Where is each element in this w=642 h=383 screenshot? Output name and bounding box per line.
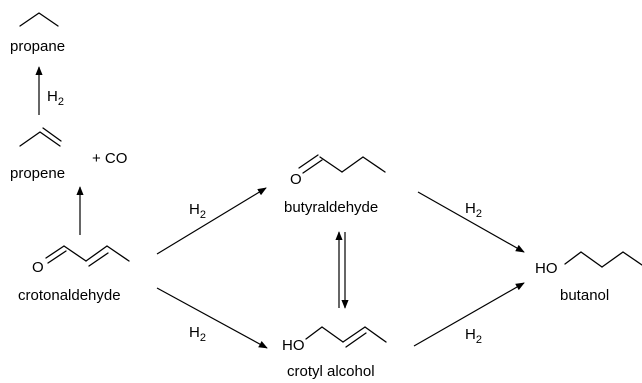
- propane-label: propane: [10, 38, 65, 55]
- butyraldehyde-structure: [298, 154, 386, 174]
- crotyl-alcohol-hydroxyl: HO: [282, 337, 305, 354]
- crotonaldehyde-structure: [45, 245, 130, 267]
- h2-label-upper-right: H2: [465, 200, 482, 220]
- h2-label-lower-right: H2: [465, 326, 482, 346]
- co-label: + CO: [92, 150, 127, 167]
- arrow-butyraldehyde-to-butanol: [417, 191, 525, 253]
- h2-label-lower-left: H2: [189, 324, 206, 344]
- crotonaldehyde-oxygen: O: [32, 259, 44, 276]
- h2-label-upper-left: H2: [189, 201, 206, 221]
- crotyl-alcohol-label: crotyl alcohol: [287, 363, 375, 380]
- arrow-crotonaldehyde-to-butyraldehyde: [156, 187, 267, 255]
- butanol-hydroxyl: HO: [535, 260, 558, 277]
- butanol-structure: [564, 251, 642, 268]
- arrow-crotyl-alcohol-to-butanol: [413, 282, 525, 347]
- crotonaldehyde-label: crotonaldehyde: [18, 287, 121, 304]
- propane-structure: [19, 12, 59, 27]
- equilibrium-arrows: [335, 231, 349, 309]
- butyraldehyde-label: butyraldehyde: [284, 199, 378, 216]
- propene-label: propene: [10, 165, 65, 182]
- butyraldehyde-oxygen: O: [290, 171, 302, 188]
- arrow-crotonaldehyde-to-crotyl-alcohol: [156, 287, 268, 349]
- h2-label-propane: H2: [47, 88, 64, 108]
- butanol-label: butanol: [560, 287, 609, 304]
- crotyl-alcohol-structure: [305, 326, 387, 348]
- propene-structure: [19, 127, 62, 147]
